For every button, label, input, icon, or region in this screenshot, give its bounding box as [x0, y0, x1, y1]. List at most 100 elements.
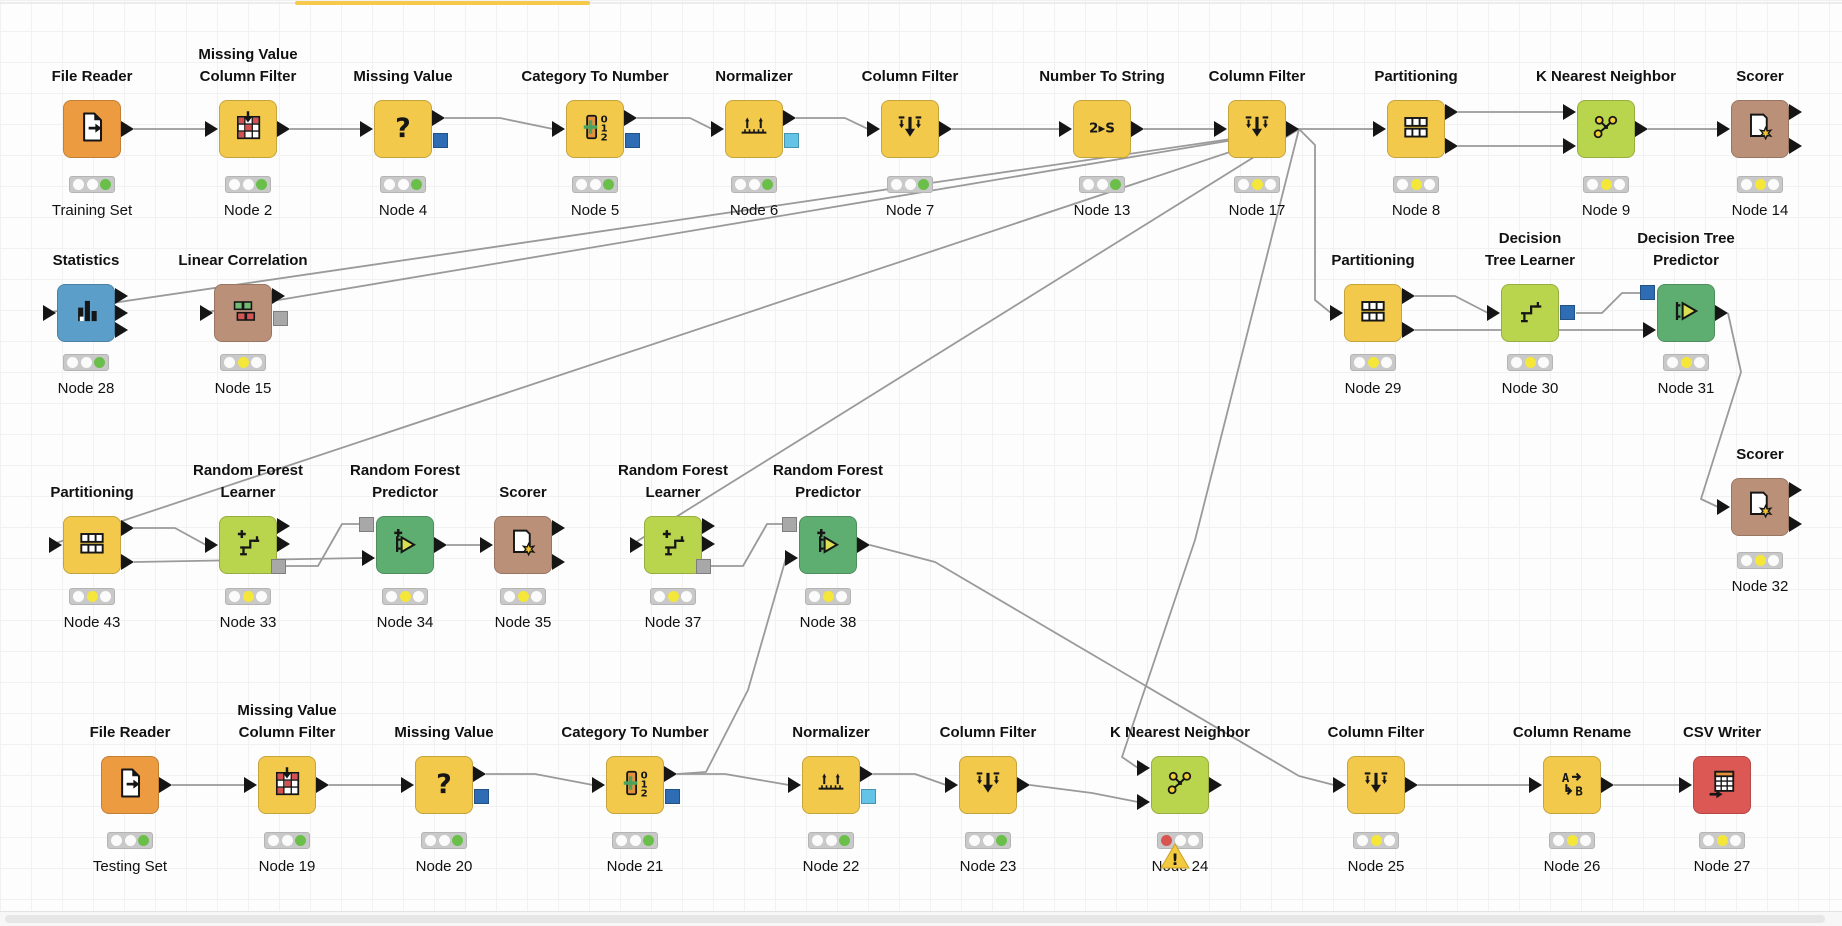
input-port-icon[interactable] — [1137, 794, 1150, 810]
output-port-icon[interactable] — [1789, 138, 1802, 154]
node-node28[interactable] — [57, 284, 115, 342]
input-port-icon[interactable] — [200, 305, 213, 321]
node-node34[interactable] — [376, 516, 434, 574]
input-port-icon[interactable] — [552, 121, 565, 137]
node-node35[interactable] — [494, 516, 552, 574]
node-node7[interactable] — [881, 100, 939, 158]
input-port-icon[interactable] — [945, 777, 958, 793]
output-port-icon[interactable] — [277, 536, 290, 552]
input-port-icon[interactable] — [244, 777, 257, 793]
node-node17[interactable] — [1228, 100, 1286, 158]
output-port-icon[interactable] — [624, 110, 637, 126]
input-port-icon[interactable] — [788, 777, 801, 793]
node-node29[interactable] — [1344, 284, 1402, 342]
output-port-icon[interactable] — [552, 520, 565, 536]
output-port-icon[interactable] — [1445, 104, 1458, 120]
output-port-icon[interactable] — [1131, 121, 1144, 137]
input-port-icon[interactable] — [49, 537, 62, 553]
output-port-icon[interactable] — [115, 305, 128, 321]
output-port-icon[interactable] — [664, 766, 677, 782]
output-port-icon[interactable] — [432, 110, 445, 126]
edge-node37-to-node38[interactable] — [711, 523, 782, 567]
input-port-icon[interactable] — [1333, 777, 1346, 793]
input-port-icon[interactable] — [1717, 499, 1730, 515]
input-port-icon[interactable] — [43, 305, 56, 321]
edge-node33-to-node34[interactable] — [286, 523, 359, 567]
input-port-icon[interactable] — [867, 121, 880, 137]
input-port-icon[interactable] — [630, 537, 643, 553]
output-port-icon[interactable] — [1286, 121, 1299, 137]
output-port-icon[interactable] — [1445, 138, 1458, 154]
gray-square-port-icon[interactable] — [782, 517, 797, 532]
output-port-icon[interactable] — [272, 288, 285, 304]
input-port-icon[interactable] — [592, 777, 605, 793]
edge-node30-to-node31[interactable] — [1576, 292, 1640, 314]
node-node2[interactable] — [219, 100, 277, 158]
output-port-icon[interactable] — [702, 518, 715, 534]
input-port-icon[interactable] — [1330, 305, 1343, 321]
node-node14[interactable] — [1731, 100, 1789, 158]
edge-node17-to-node15[interactable] — [200, 128, 1300, 314]
output-port-icon[interactable] — [783, 110, 796, 126]
output-port-icon[interactable] — [1715, 305, 1728, 321]
node-node6[interactable] — [725, 100, 783, 158]
input-port-icon[interactable] — [711, 121, 724, 137]
input-port-icon[interactable] — [785, 550, 798, 566]
gray-square-port-icon[interactable] — [271, 559, 286, 574]
edge-node23-to-node24[interactable] — [1029, 784, 1139, 803]
output-port-icon[interactable] — [860, 766, 873, 782]
output-port-icon[interactable] — [1789, 104, 1802, 120]
node-node24[interactable] — [1151, 756, 1209, 814]
edge-node6-to-node7[interactable] — [796, 117, 869, 130]
edge-node43-to-node33[interactable] — [134, 527, 207, 546]
input-port-icon[interactable] — [1137, 760, 1150, 776]
edge-node29-to-node30[interactable] — [1415, 295, 1489, 314]
output-port-icon[interactable] — [1789, 516, 1802, 532]
input-port-icon[interactable] — [480, 537, 493, 553]
edge-node38-to-node25[interactable] — [869, 544, 1335, 786]
input-port-icon[interactable] — [205, 537, 218, 553]
edge-node17-to-node28[interactable] — [43, 128, 1300, 314]
node-node31[interactable] — [1657, 284, 1715, 342]
node-node19[interactable] — [258, 756, 316, 814]
edge-node21-to-node38[interactable] — [676, 557, 787, 775]
node-node33[interactable] — [219, 516, 277, 574]
input-port-icon[interactable] — [1717, 121, 1730, 137]
gray-square-port-icon[interactable] — [273, 311, 288, 326]
input-port-icon[interactable] — [401, 777, 414, 793]
input-port-icon[interactable] — [1059, 121, 1072, 137]
node-node20[interactable]: ? — [415, 756, 473, 814]
output-port-icon[interactable] — [434, 537, 447, 553]
input-port-icon[interactable] — [1487, 305, 1500, 321]
output-port-icon[interactable] — [473, 766, 486, 782]
edge-node21-to-node22[interactable] — [677, 773, 790, 786]
node-node15[interactable] — [214, 284, 272, 342]
output-port-icon[interactable] — [552, 554, 565, 570]
blue-square-port-icon[interactable] — [1640, 285, 1655, 300]
node-node37[interactable] — [644, 516, 702, 574]
output-port-icon[interactable] — [121, 520, 134, 536]
output-port-icon[interactable] — [316, 777, 329, 793]
edge-node17-to-node24[interactable] — [1121, 128, 1300, 769]
blue-square-port-icon[interactable] — [1560, 305, 1575, 320]
input-port-icon[interactable] — [1563, 104, 1576, 120]
edge-node4-to-node5[interactable] — [445, 117, 554, 130]
edge-node17-to-node37[interactable] — [630, 128, 1300, 546]
output-port-icon[interactable] — [939, 121, 952, 137]
input-port-icon[interactable] — [362, 550, 375, 566]
gray-square-port-icon[interactable] — [359, 517, 374, 532]
output-port-icon[interactable] — [115, 288, 128, 304]
input-port-icon[interactable] — [1214, 121, 1227, 137]
output-port-icon[interactable] — [277, 518, 290, 534]
edge-node5-to-node6[interactable] — [637, 117, 713, 130]
input-port-icon[interactable] — [360, 121, 373, 137]
cyan-square-port-icon[interactable] — [784, 133, 799, 148]
output-port-icon[interactable] — [1402, 322, 1415, 338]
node-testing-set[interactable] — [101, 756, 159, 814]
node-node30[interactable] — [1501, 284, 1559, 342]
output-port-icon[interactable] — [159, 777, 172, 793]
node-node8[interactable] — [1387, 100, 1445, 158]
input-port-icon[interactable] — [1679, 777, 1692, 793]
